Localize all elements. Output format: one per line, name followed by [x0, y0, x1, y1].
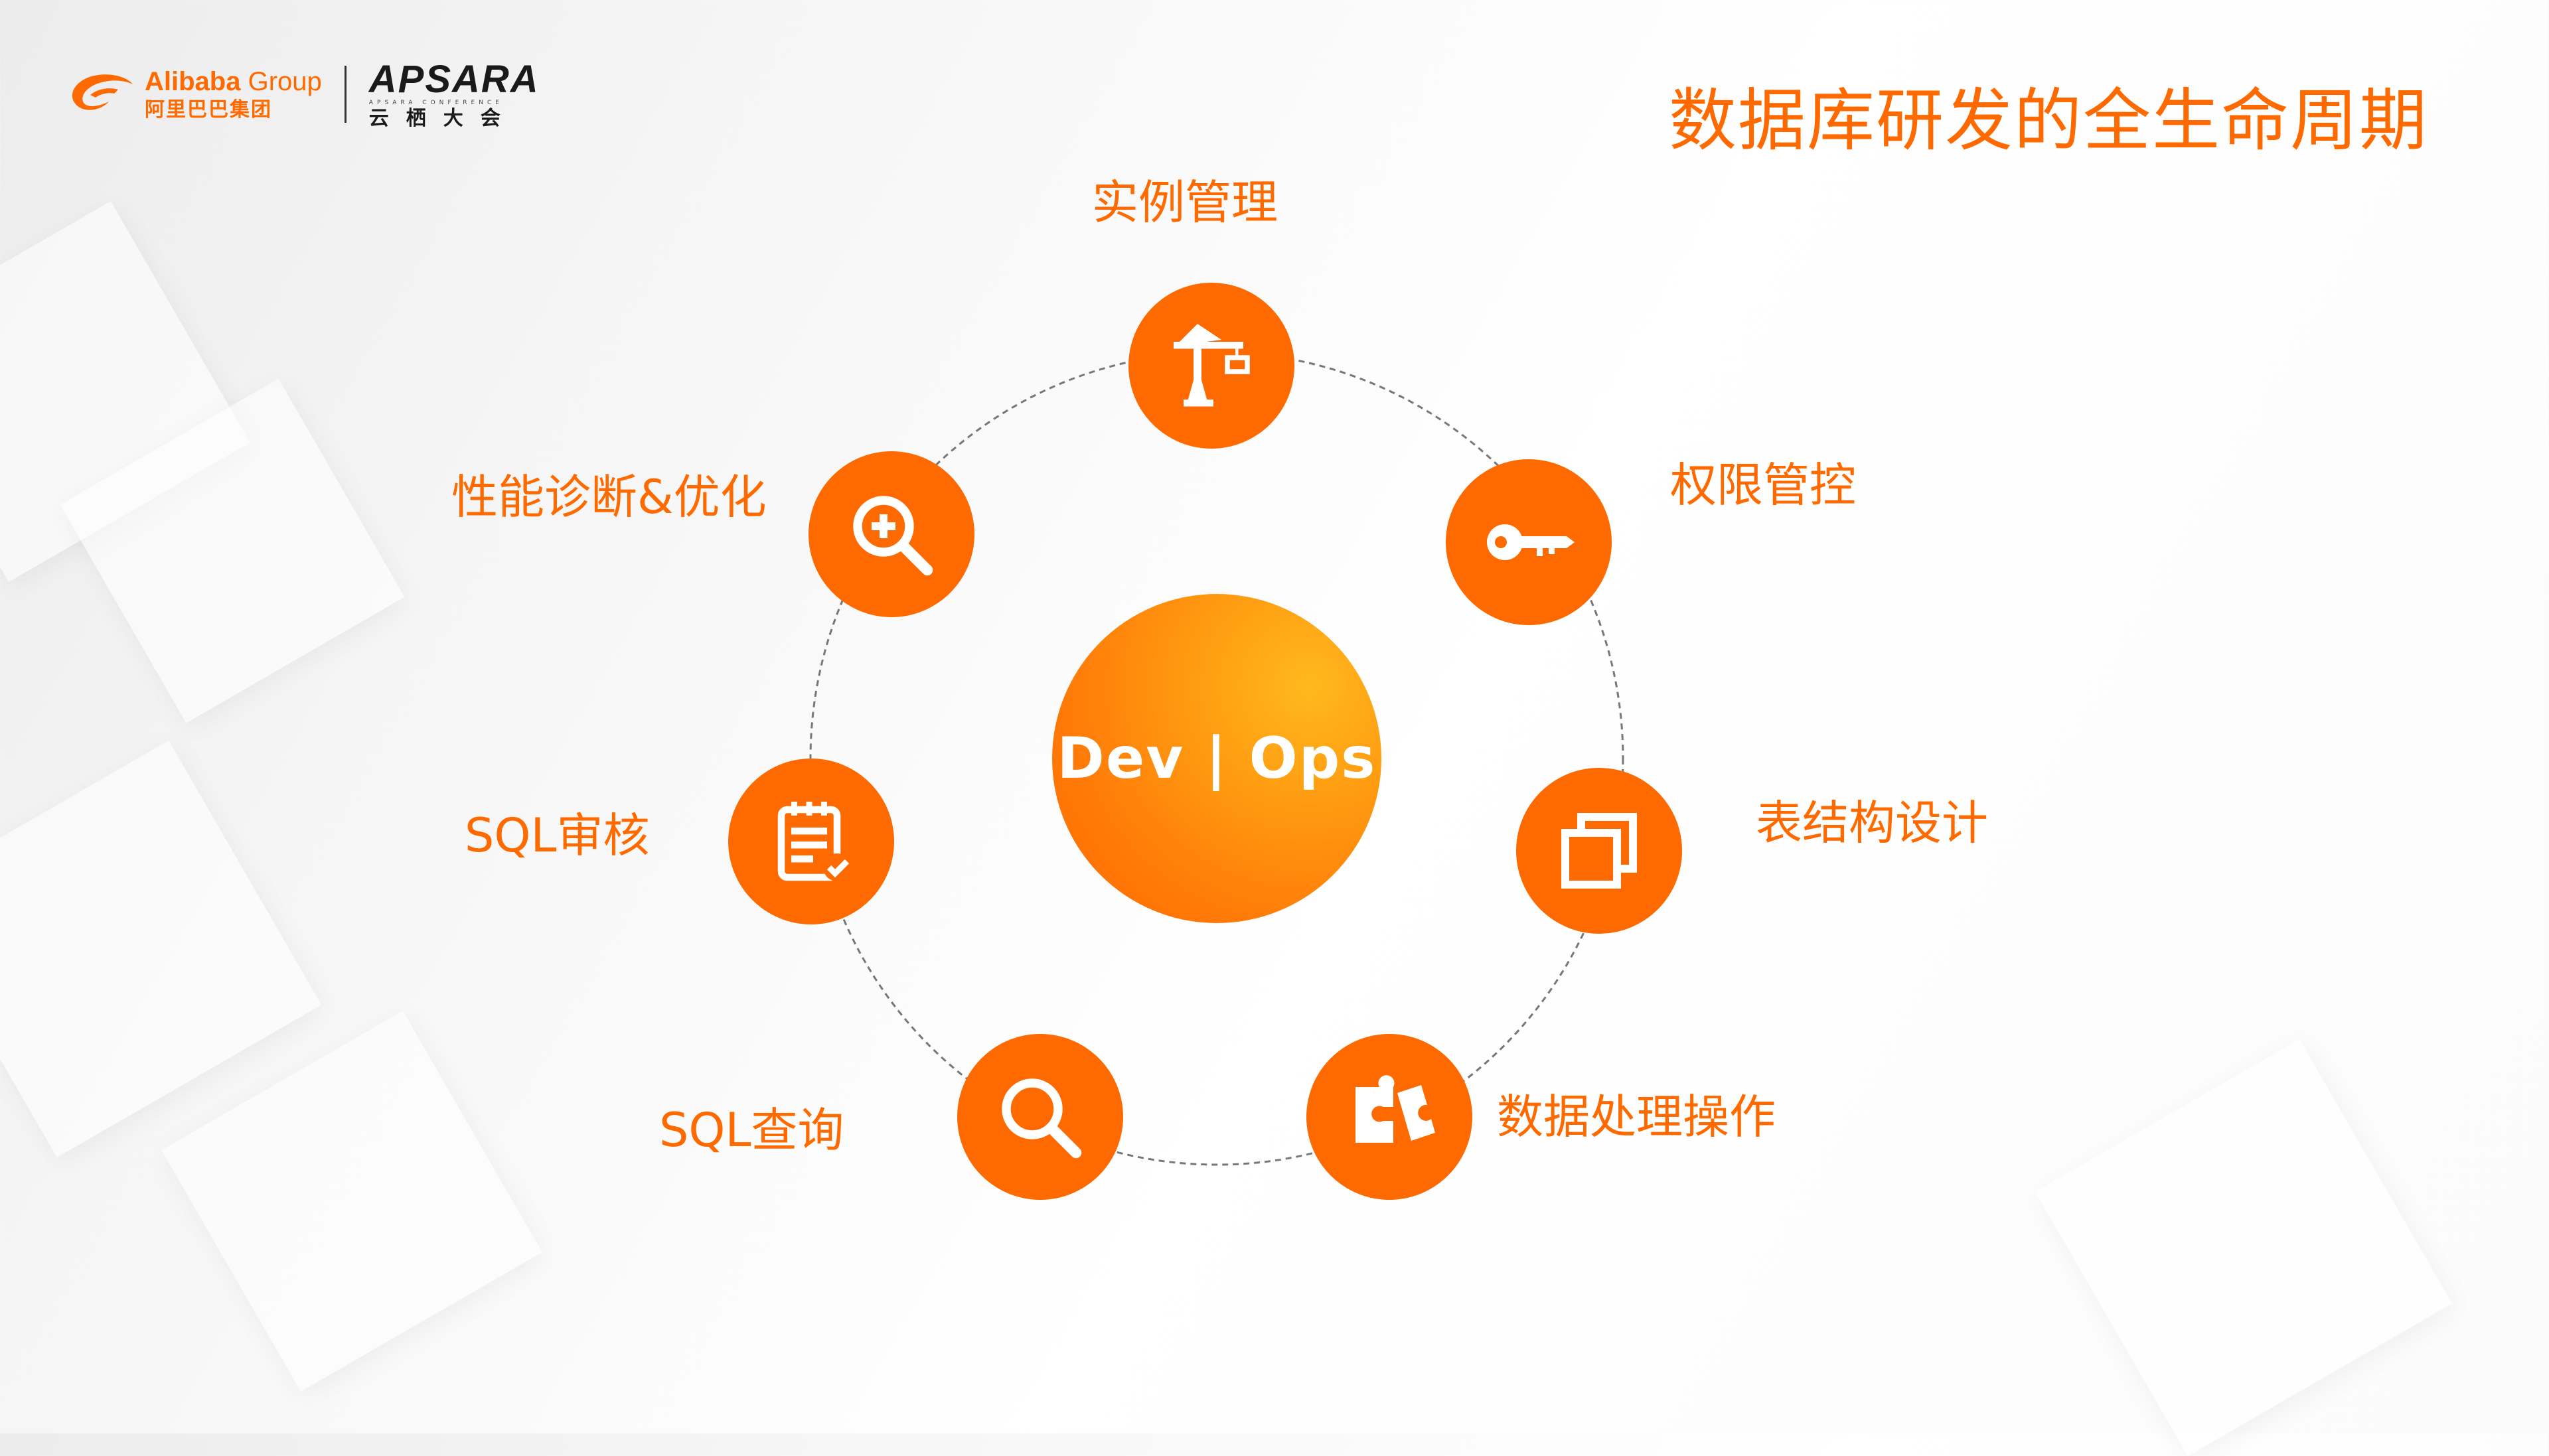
label-permission-control: 权限管控	[1670, 462, 1856, 508]
devops-label: Dev | Ops	[1057, 725, 1377, 792]
zoom-in-icon	[842, 484, 941, 584]
label-sql-review: SQL审核	[465, 812, 650, 859]
crane-icon	[1162, 316, 1261, 415]
node-permission-control[interactable]	[1446, 459, 1612, 625]
label-performance-tuning: 性能诊断&优化	[451, 474, 767, 520]
puzzle-icon	[1340, 1067, 1439, 1167]
devops-core: Dev | Ops	[1052, 594, 1381, 923]
search-icon	[990, 1067, 1090, 1167]
label-instance-management: 实例管理	[1092, 179, 1278, 226]
label-sql-query: SQL查询	[659, 1107, 844, 1153]
node-instance-management[interactable]	[1128, 283, 1294, 449]
copy-windows-icon	[1549, 801, 1649, 901]
key-icon	[1479, 492, 1579, 592]
node-sql-review[interactable]	[728, 759, 894, 924]
node-performance-tuning[interactable]	[809, 451, 974, 617]
label-data-processing: 数据处理操作	[1497, 1094, 1776, 1140]
node-sql-query[interactable]	[957, 1034, 1123, 1200]
clipboard-check-icon	[761, 792, 861, 891]
node-data-processing[interactable]	[1306, 1034, 1472, 1200]
node-schema-design[interactable]	[1516, 768, 1682, 934]
label-schema-design: 表结构设计	[1756, 800, 1988, 846]
